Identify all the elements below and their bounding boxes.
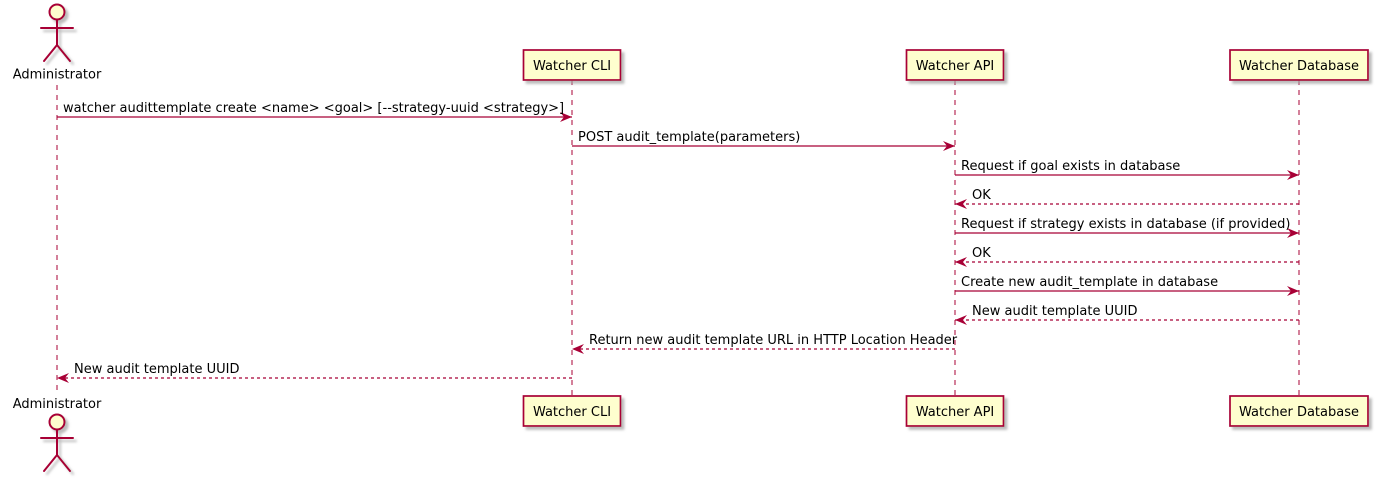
participant-label-top-watcher-cli: Watcher CLI <box>533 59 611 74</box>
actor-figure-bottom <box>40 413 74 472</box>
participant-bottom-watcher-cli: Watcher CLI <box>522 395 622 427</box>
participant-bottom-watcher-database: Watcher Database <box>1229 395 1369 427</box>
message-arrowhead-8-left-icon <box>955 315 967 325</box>
participant-box-top-watcher-api <box>905 49 1005 81</box>
participant-box-top-watcher-database <box>1229 49 1369 81</box>
message-label-7: Create new audit_template in database <box>961 275 1218 290</box>
actor-head-icon <box>48 3 66 21</box>
participant-box-top-watcher-cli <box>522 49 622 81</box>
message-arrowhead-3-right-icon <box>1287 170 1299 180</box>
actor-leg-right-line <box>56 44 71 62</box>
actor-leg-left-line <box>43 454 58 472</box>
actor-head-icon <box>48 413 66 431</box>
participant-label-top-watcher-api: Watcher API <box>916 59 995 74</box>
actor-label-top: Administrator <box>13 68 102 83</box>
participant-top-watcher-database: Watcher Database <box>1229 49 1369 81</box>
participant-label-top-watcher-database: Watcher Database <box>1239 59 1359 74</box>
actor-label-bottom: Administrator <box>13 397 102 412</box>
participant-label-bottom-watcher-cli: Watcher CLI <box>533 405 611 420</box>
participant-bottom-watcher-api: Watcher API <box>905 395 1005 427</box>
message-label-1: watcher audittemplate create <name> <goa… <box>63 101 564 116</box>
actor-figure-top <box>40 3 74 62</box>
message-arrowhead-10-left-icon <box>57 373 69 383</box>
message-arrowhead-1-right-icon <box>560 112 572 122</box>
message-label-3: Request if goal exists in database <box>961 159 1180 174</box>
actor-leg-right-line <box>56 454 71 472</box>
participant-label-bottom-watcher-api: Watcher API <box>916 405 995 420</box>
message-arrowhead-4-left-icon <box>955 199 967 209</box>
message-label-5: Request if strategy exists in database (… <box>961 217 1290 232</box>
actor-leg-left-line <box>43 44 58 62</box>
message-label-8: New audit template UUID <box>972 304 1137 319</box>
message-arrowhead-2-right-icon <box>943 141 955 151</box>
message-arrowhead-9-left-icon <box>572 344 584 354</box>
participant-label-bottom-watcher-database: Watcher Database <box>1239 405 1359 420</box>
message-label-4: OK <box>972 188 991 203</box>
participant-top-watcher-api: Watcher API <box>905 49 1005 81</box>
message-label-10: New audit template UUID <box>74 362 239 377</box>
message-arrowhead-5-right-icon <box>1287 228 1299 238</box>
message-label-6: OK <box>972 246 991 261</box>
message-label-2: POST audit_template(parameters) <box>578 130 800 145</box>
participant-box-bottom-watcher-cli <box>522 395 622 427</box>
message-arrowhead-6-left-icon <box>955 257 967 267</box>
message-label-9: Return new audit template URL in HTTP Lo… <box>589 333 958 348</box>
participant-box-bottom-watcher-database <box>1229 395 1369 427</box>
message-arrowhead-7-right-icon <box>1287 286 1299 296</box>
participant-top-watcher-cli: Watcher CLI <box>522 49 622 81</box>
participant-box-bottom-watcher-api <box>905 395 1005 427</box>
